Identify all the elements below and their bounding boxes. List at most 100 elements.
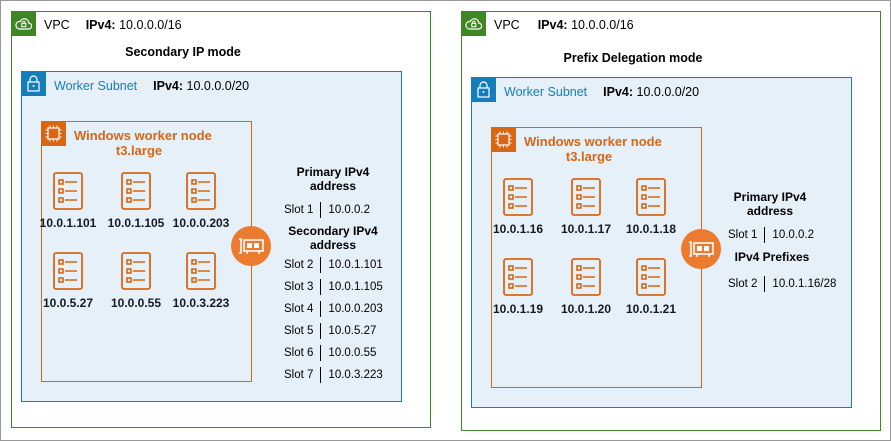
slot-divider <box>764 276 766 292</box>
slot-number: Slot 2 <box>728 278 758 290</box>
pod-ip-label: 10.0.0.203 <box>172 216 230 230</box>
slot-divider <box>320 202 322 218</box>
node-name: Windows worker node <box>74 128 212 143</box>
mode-title: Prefix Delegation mode <box>563 51 703 65</box>
pod-icon <box>571 178 601 216</box>
slot-divider <box>320 323 322 339</box>
pod-icon <box>186 252 216 290</box>
vpc-ipv4-value: 10.0.0.0/16 <box>115 18 182 32</box>
slot-number: Slot 1 <box>284 204 314 216</box>
slot-number: Slot 5 <box>284 325 314 337</box>
slot-value: 10.0.1.16/28 <box>772 278 837 290</box>
pod-ip-label: 10.0.1.19 <box>492 302 544 316</box>
lock-icon <box>471 77 496 102</box>
vpc-header: VPC IPv4: 10.0.0.0/16 <box>44 18 182 32</box>
subnet-label: Worker Subnet <box>504 85 588 99</box>
subnet-ipv4-value: 10.0.0.0/20 <box>633 85 700 99</box>
secondary-slot: Slot 3 10.0.1.105 <box>284 279 383 295</box>
slot-value: 10.0.0.2 <box>772 229 814 241</box>
node-instance-type: t3.large <box>115 143 163 158</box>
pod-ip-label: 10.0.1.20 <box>560 302 612 316</box>
slot-number: Slot 4 <box>284 303 314 315</box>
slot-value: 10.0.0.203 <box>328 303 383 315</box>
vpc-ipv4-value: 10.0.0.0/16 <box>567 18 634 32</box>
primary-ipv4-label: Primary IPv4 address <box>296 165 370 193</box>
subnet-header: Worker Subnet IPv4: 10.0.0.0/20 <box>54 79 249 93</box>
pod-icon <box>53 172 83 210</box>
secondary-slot: Slot 4 10.0.0.203 <box>284 301 383 317</box>
slot-number: Slot 7 <box>284 369 314 381</box>
subnet-ipv4-key: IPv4: <box>153 79 184 93</box>
network-interface-icon <box>681 229 721 269</box>
cloud-lock-icon <box>11 11 36 36</box>
slot-value: 10.0.5.27 <box>328 325 377 337</box>
pod-ip-label: 10.0.1.105 <box>107 216 165 230</box>
pod-icon <box>503 258 533 296</box>
primary-slot: Slot 1 10.0.0.2 <box>728 227 814 243</box>
pod-icon <box>636 178 666 216</box>
slot-value: 10.0.3.223 <box>328 369 383 381</box>
mode-title: Secondary IP mode <box>125 45 241 59</box>
pod-ip-label: 10.0.3.223 <box>172 296 230 310</box>
slot-value: 10.0.1.105 <box>328 281 383 293</box>
vpc-ipv4-key: IPv4: <box>537 18 568 32</box>
node-name: Windows worker node <box>524 134 662 149</box>
prefix-slot: Slot 2 10.0.1.16/28 <box>728 276 836 292</box>
node-instance-type: t3.large <box>565 149 613 164</box>
secondary-slot: Slot 2 10.0.1.101 <box>284 257 383 273</box>
primary-ipv4-label: Primary IPv4 address <box>733 190 807 218</box>
slot-divider <box>320 279 322 295</box>
pod-icon <box>121 172 151 210</box>
subnet-label: Worker Subnet <box>54 79 138 93</box>
secondary-ipv4-label: Secondary IPv4 address <box>288 224 378 252</box>
ipv4-prefixes-label: IPv4 Prefixes <box>734 250 810 264</box>
pod-ip-label: 10.0.1.17 <box>560 222 612 236</box>
chip-icon <box>41 121 66 146</box>
slot-number: Slot 2 <box>284 259 314 271</box>
pod-ip-label: 10.0.1.16 <box>492 222 544 236</box>
slot-value: 10.0.0.55 <box>328 347 377 359</box>
subnet-header: Worker Subnet IPv4: 10.0.0.0/20 <box>504 85 699 99</box>
vpc-label: VPC <box>494 18 520 32</box>
secondary-slot: Slot 7 10.0.3.223 <box>284 367 383 383</box>
secondary-slot: Slot 5 10.0.5.27 <box>284 323 376 339</box>
pod-icon <box>503 178 533 216</box>
pod-icon <box>636 258 666 296</box>
vpc-label: VPC <box>44 18 70 32</box>
pod-ip-label: 10.0.5.27 <box>42 296 94 310</box>
subnet-ipv4-value: 10.0.0.0/20 <box>183 79 250 93</box>
slot-number: Slot 1 <box>728 229 758 241</box>
slot-divider <box>320 257 322 273</box>
pod-ip-label: 10.0.0.55 <box>110 296 162 310</box>
slot-value: 10.0.0.2 <box>328 204 370 216</box>
pod-icon <box>186 172 216 210</box>
vpc-header: VPC IPv4: 10.0.0.0/16 <box>494 18 634 32</box>
slot-divider <box>320 367 322 383</box>
pod-icon <box>53 252 83 290</box>
pod-icon <box>571 258 601 296</box>
pod-icon <box>121 252 151 290</box>
slot-number: Slot 3 <box>284 281 314 293</box>
chip-icon <box>491 127 516 152</box>
secondary-slot: Slot 6 10.0.0.55 <box>284 345 376 361</box>
slot-divider <box>320 301 322 317</box>
cloud-lock-icon <box>461 11 486 36</box>
vpc-ipv4-key: IPv4: <box>85 18 116 32</box>
pod-ip-label: 10.0.1.21 <box>625 302 677 316</box>
subnet-ipv4-key: IPv4: <box>603 85 634 99</box>
slot-divider <box>320 345 322 361</box>
slot-value: 10.0.1.101 <box>328 259 383 271</box>
primary-slot: Slot 1 10.0.0.2 <box>284 202 370 218</box>
slot-divider <box>764 227 766 243</box>
slot-number: Slot 6 <box>284 347 314 359</box>
network-interface-icon <box>231 226 271 266</box>
